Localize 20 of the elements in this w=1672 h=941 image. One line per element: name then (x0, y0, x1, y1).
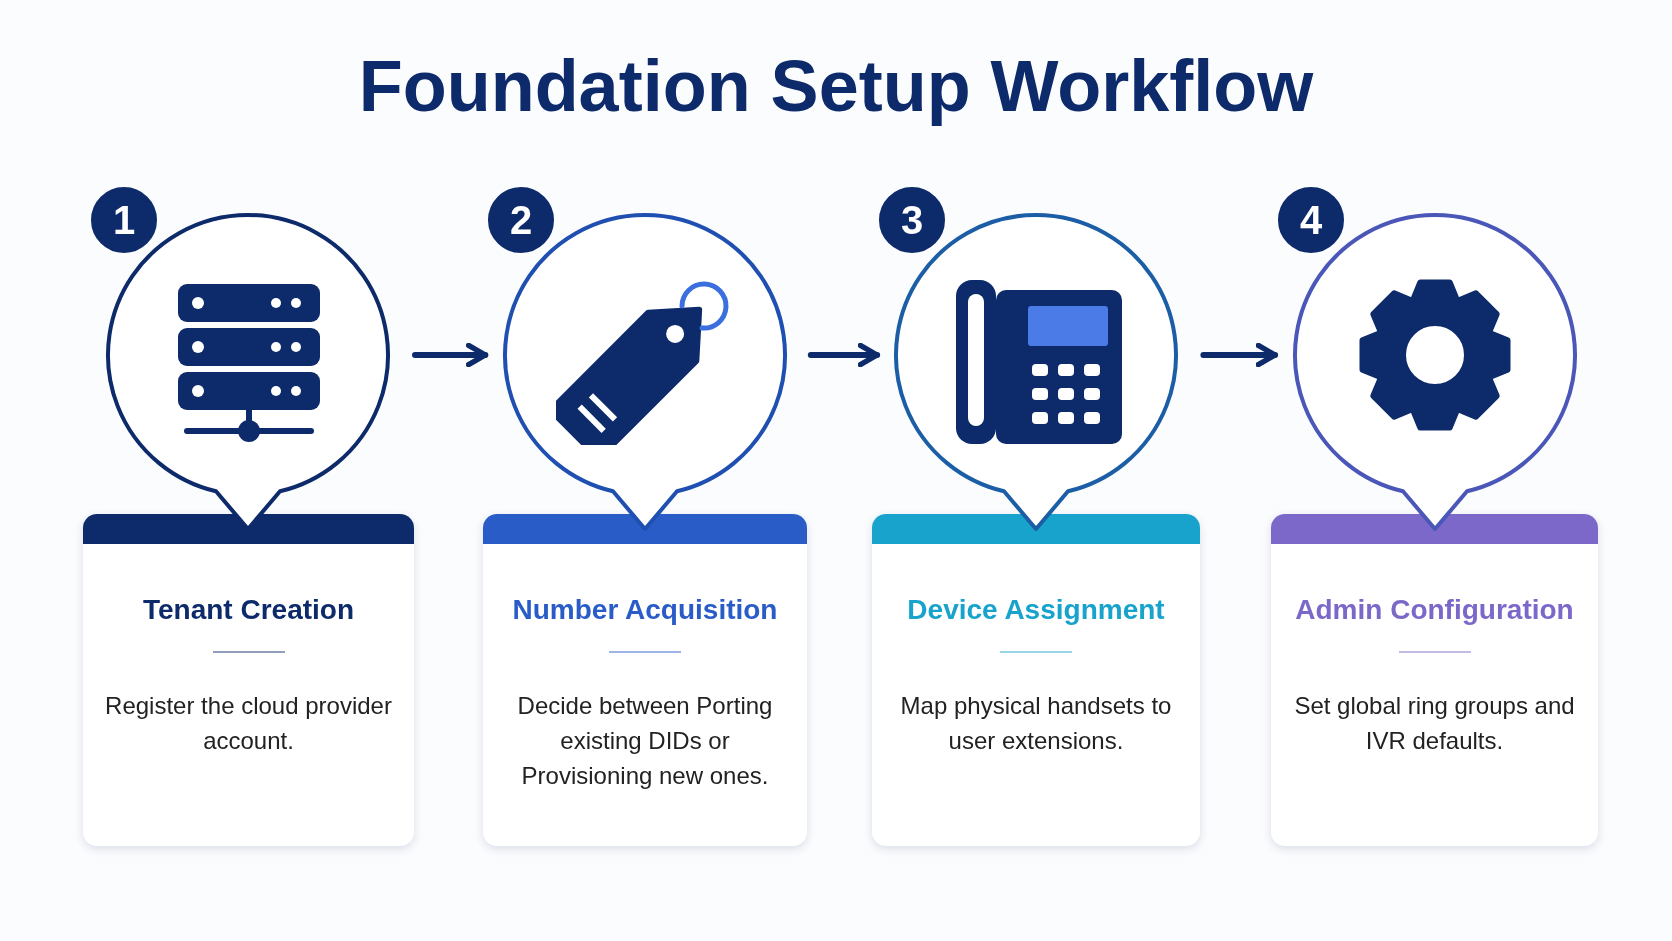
arrow (807, 342, 881, 368)
step-description: Register the cloud provider account. (105, 691, 392, 756)
step-card (483, 514, 807, 846)
step-description: Set global ring groups and IVR defaults. (1293, 691, 1576, 756)
step-title: Admin Configuration (1294, 594, 1575, 626)
diagram-title: Foundation Setup Workflow (357, 45, 1315, 127)
arrow (1200, 342, 1279, 368)
step-title: Device Assignment (906, 594, 1166, 626)
step-number-badge: 3 (876, 184, 948, 256)
step-number-badge: 2 (485, 184, 557, 256)
step-number-badge: 4 (1275, 184, 1347, 256)
step-description: Map physical handsets to user extensions. (899, 691, 1173, 756)
step-description: Decide between Porting existing DIDs or Provisioning new ones. (516, 691, 774, 791)
arrow (412, 342, 489, 368)
step-number-badge: 1 (88, 184, 160, 256)
step-card (1271, 514, 1598, 846)
step-title: Number Acquisition (511, 594, 779, 626)
step-card (872, 514, 1200, 846)
step-card (83, 514, 414, 846)
step-title: Tenant Creation (141, 594, 356, 626)
